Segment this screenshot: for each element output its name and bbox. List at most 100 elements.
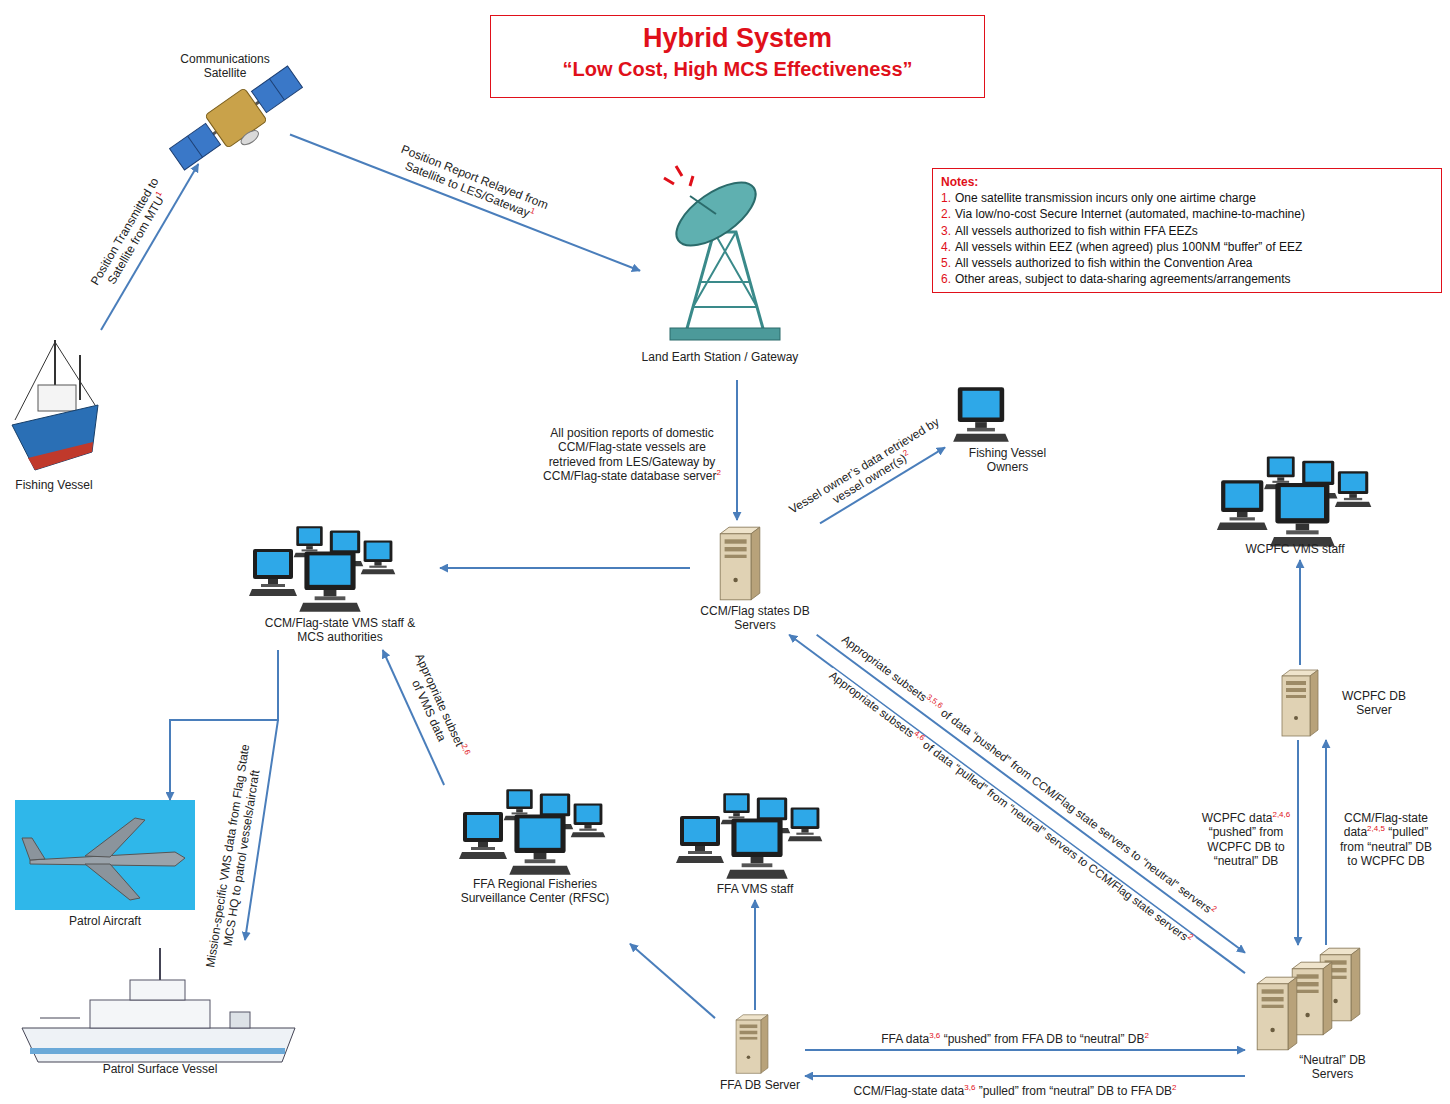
patrol-vessel-icon-part xyxy=(30,1048,285,1054)
earth-station-icon-part xyxy=(666,170,765,257)
node-label: FFA Regional Fisheries Surveillance Cent… xyxy=(460,877,610,906)
node-label-area: CCM/Flag states DB Servers xyxy=(700,604,810,633)
icon-node: WCPFC VMS staff xyxy=(1210,450,1380,560)
node-label: CCM/Flag states DB Servers xyxy=(700,604,810,633)
icon-node: Land Earth Station / Gateway xyxy=(640,165,800,380)
patrol-vessel-icon-part xyxy=(90,1000,210,1028)
icon-node: CCM/Flag states DB Servers xyxy=(690,520,820,635)
computer-cluster-icon xyxy=(459,789,605,874)
icon-node: Communications Satellite xyxy=(160,52,290,164)
server-icon xyxy=(736,1015,768,1073)
note-text: One satellite transmission incurs only o… xyxy=(955,190,1433,206)
note-number: 6. xyxy=(941,271,951,287)
note-number: 3. xyxy=(941,223,951,239)
connector-label: Appropriate subsets4,6 of data “pulled” … xyxy=(825,668,1196,948)
connector-label: FFA data3,6 “pushed” from FFA DB to “neu… xyxy=(879,1032,1151,1046)
node-label: Communications Satellite xyxy=(160,52,290,81)
title-box: Hybrid System“Low Cost, High MCS Effecti… xyxy=(490,15,985,98)
patrol-aircraft-icon xyxy=(15,800,195,910)
fishing-vessel-icon-part xyxy=(12,405,98,470)
note-text: All vessels authorized to fish within FF… xyxy=(955,223,1433,239)
earth-station-icon-part xyxy=(670,328,780,340)
patrol-aircraft-icon-part xyxy=(22,838,45,860)
note-number: 1. xyxy=(941,190,951,206)
server-icon xyxy=(720,527,760,600)
connector-arrow xyxy=(789,635,1245,973)
node-label-area: WCPFC DB Server xyxy=(1330,689,1418,718)
icon-node: FFA DB Server xyxy=(715,1010,805,1097)
node-label: Land Earth Station / Gateway xyxy=(640,350,800,364)
satellite-icon-part xyxy=(205,88,267,148)
node-label-area: WCPFC VMS staff xyxy=(1210,542,1380,556)
satellite-icon-part xyxy=(170,123,221,170)
node-label: WCPFC VMS staff xyxy=(1210,542,1380,556)
node-label-area: Land Earth Station / Gateway xyxy=(640,350,800,364)
connector-arrow xyxy=(630,944,715,1018)
note-text: All vessels authorized to fish within th… xyxy=(955,255,1433,271)
connector-label: CCM/Flag-state data3,6 ”pulled” from “ne… xyxy=(851,1084,1178,1098)
node-label: WCPFC DB Server xyxy=(1330,689,1418,718)
icon-node: “Neutral” DB Servers xyxy=(1245,945,1385,1095)
node-label-area: FFA Regional Fisheries Surveillance Cent… xyxy=(460,877,610,906)
connector-label: Position Transmitted to Satellite from M… xyxy=(80,161,183,308)
computer-cluster-icon xyxy=(1217,456,1371,546)
patrol-vessel-icon xyxy=(22,948,295,1062)
patrol-vessel-icon-part xyxy=(130,980,185,1000)
icon-node: CCM/Flag-state VMS staff & MCS authoriti… xyxy=(240,520,440,650)
earth-station-icon-part xyxy=(664,166,693,186)
connector-arrow xyxy=(805,1075,1245,1077)
connector-arrow xyxy=(1297,740,1299,945)
connector-label: Appropriate subsets3,5,6 of data “pushed… xyxy=(837,632,1219,921)
server-icon xyxy=(1282,670,1318,736)
connector-arrow xyxy=(736,380,738,520)
patrol-aircraft-icon-part xyxy=(85,864,140,900)
earth-station-icon xyxy=(664,166,780,340)
note-text: Via low/no-cost Secure Internet (automat… xyxy=(955,206,1433,222)
node-label-area: Fishing Vessel Owners xyxy=(955,446,1060,475)
node-label-area: Communications Satellite xyxy=(160,52,290,81)
connector-label: Appropriate subset2,6 of VMS data xyxy=(396,646,474,771)
node-label: FFA VMS staff xyxy=(670,882,840,896)
node-label: Fishing Vessel xyxy=(5,478,103,492)
connector-label: All position reports of domestic CCM/Fla… xyxy=(533,426,732,484)
icon-node: WCPFC DB Server xyxy=(1270,665,1420,740)
earth-station-icon-part xyxy=(690,196,716,214)
patrol-vessel-icon-part xyxy=(159,948,161,980)
server-icon xyxy=(1292,962,1332,1035)
node-label-area: FFA VMS staff xyxy=(670,882,840,896)
connector-arrow xyxy=(290,134,640,270)
node-label: Patrol Aircraft xyxy=(15,914,195,928)
icon-node: Fishing Vessel Owners xyxy=(945,380,1070,480)
computer-cluster-icon xyxy=(249,526,395,611)
patrol-aircraft-icon-part xyxy=(15,800,195,910)
fishing-vessel-icon-part xyxy=(28,442,93,470)
note-number: 2. xyxy=(941,206,951,222)
icon-node: Fishing Vessel xyxy=(5,330,103,495)
note-number: 4. xyxy=(941,239,951,255)
connector-arrow xyxy=(1325,740,1327,945)
icon-node: FFA Regional Fisheries Surveillance Cent… xyxy=(440,785,630,945)
note-number: 5. xyxy=(941,255,951,271)
connector-arrow xyxy=(817,635,1245,953)
notes-heading: Notes: xyxy=(941,174,1433,190)
satellite-icon-part xyxy=(251,66,302,113)
connector-arrow xyxy=(805,1049,1245,1051)
satellite-icon-part xyxy=(270,79,285,100)
subtitle: “Low Cost, High MCS Effectiveness” xyxy=(491,58,984,81)
node-label-area: Patrol Surface Vessel xyxy=(20,1062,300,1076)
note-text: Other areas, subject to data-sharing agr… xyxy=(955,271,1433,287)
notes-box: Notes:1.One satellite transmission incur… xyxy=(932,168,1442,293)
icon-node: Patrol Surface Vessel xyxy=(20,940,300,1080)
node-label: Fishing Vessel Owners xyxy=(955,446,1060,475)
node-label-area: Patrol Aircraft xyxy=(15,914,195,928)
node-label: CCM/Flag-state VMS staff & MCS authoriti… xyxy=(255,616,425,645)
node-label-area: CCM/Flag-state VMS staff & MCS authoriti… xyxy=(255,616,425,645)
node-label-area: “Neutral” DB Servers xyxy=(1280,1053,1385,1082)
patrol-vessel-icon-part xyxy=(230,1012,250,1028)
connector-label: WCPFC data2,4,6 “pushed” from WCPFC DB t… xyxy=(1198,811,1294,869)
node-label: Patrol Surface Vessel xyxy=(20,1062,300,1076)
patrol-vessel-icon-part xyxy=(22,1028,295,1062)
fishing-vessel-icon-part xyxy=(38,385,76,411)
earth-station-icon-part xyxy=(686,232,764,332)
node-label: FFA DB Server xyxy=(715,1078,805,1092)
